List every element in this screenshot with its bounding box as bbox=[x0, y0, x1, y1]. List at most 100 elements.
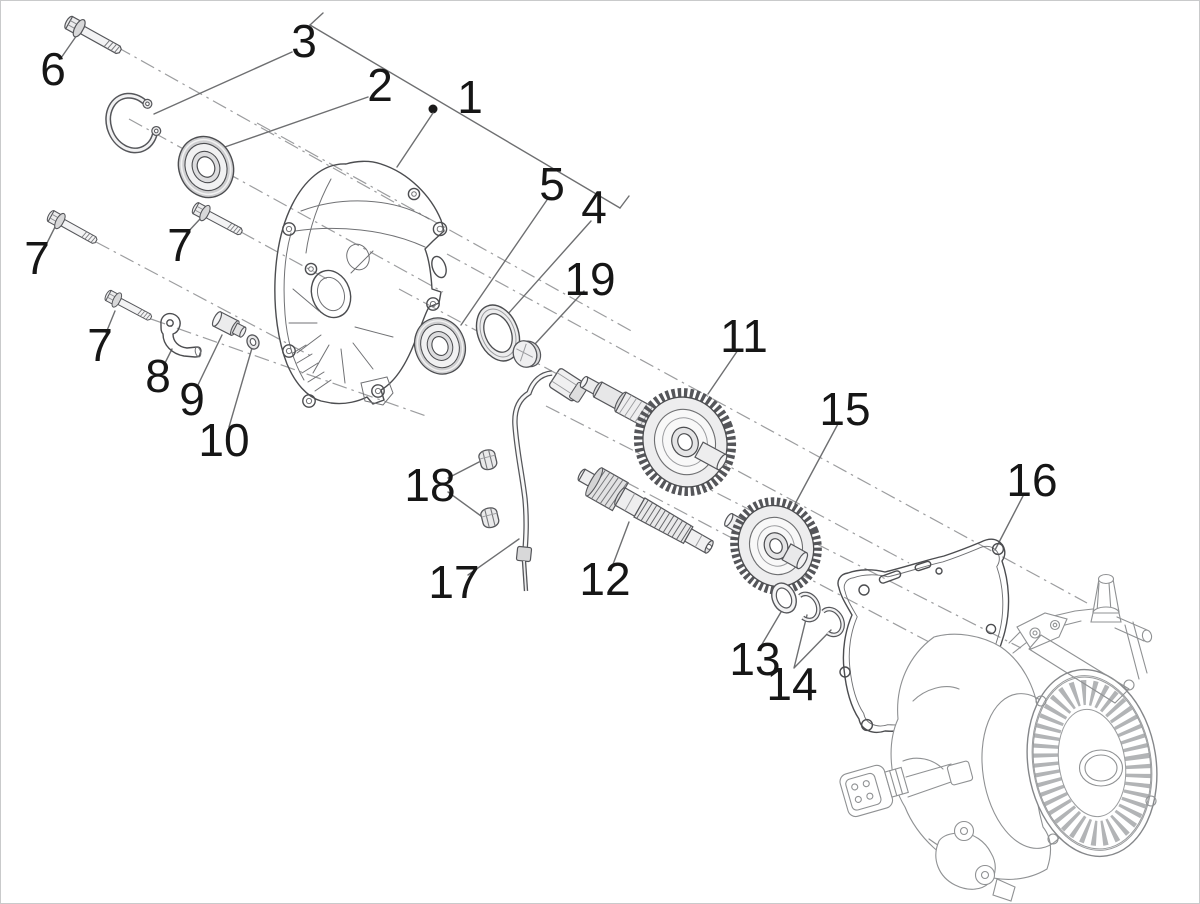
part-18-clip-lower bbox=[479, 505, 501, 530]
engine-connector-pins bbox=[851, 780, 874, 804]
part-16-gasket bbox=[837, 538, 1010, 734]
leader-13 bbox=[760, 611, 782, 647]
centerline-bolt7a-axis bbox=[95, 241, 314, 358]
leader-15 bbox=[794, 421, 840, 505]
leader-3 bbox=[153, 51, 293, 115]
callout-label-13: 13 bbox=[729, 633, 780, 685]
engine-connector-block bbox=[946, 760, 974, 786]
leader-1-dot bbox=[428, 104, 438, 114]
part-18-clip-upper bbox=[477, 447, 499, 472]
part-3-circlip bbox=[105, 92, 162, 154]
engine-connector bbox=[839, 760, 974, 818]
part-11-gear-teeth bbox=[633, 388, 737, 496]
leader-14-pair bbox=[793, 614, 832, 669]
cover-center-bore bbox=[310, 269, 352, 319]
cover-upper-boss bbox=[346, 243, 370, 271]
callout-label-1: 1 bbox=[457, 71, 483, 123]
cover-outline bbox=[274, 160, 445, 405]
leader-16 bbox=[994, 495, 1024, 551]
part-19-plug-cap bbox=[512, 340, 542, 368]
leader-12 bbox=[611, 521, 630, 568]
part-17-collar bbox=[515, 545, 533, 563]
part-15-driven-gear bbox=[724, 497, 822, 595]
leader-2 bbox=[221, 96, 369, 149]
engine-connector-arm bbox=[905, 763, 952, 798]
callout-label-14: 14 bbox=[766, 658, 817, 710]
leader-19 bbox=[534, 290, 585, 345]
callout-label-16: 16 bbox=[1006, 454, 1057, 506]
part-4-oil-seal bbox=[475, 304, 521, 362]
callout-label-7a: 7 bbox=[24, 232, 50, 284]
part-9-spacer-bushing bbox=[211, 311, 247, 338]
centerline-bolt7b-axis bbox=[240, 231, 328, 280]
callout-label-18: 18 bbox=[404, 459, 455, 511]
cover-duct-mouth bbox=[431, 255, 447, 279]
centerline-main-shaft-axis bbox=[446, 253, 1088, 604]
engine-fan-bore bbox=[1078, 749, 1124, 787]
leader-17 bbox=[467, 538, 520, 576]
callout-label-5: 5 bbox=[539, 158, 565, 210]
part-7-flange-bolt-a bbox=[44, 206, 101, 250]
callout-leaders bbox=[44, 12, 1024, 669]
leader-8 bbox=[163, 348, 173, 366]
leader-1-bracket-line bbox=[309, 24, 621, 209]
cover-center-bore-inner bbox=[316, 276, 346, 312]
part-13-washer bbox=[771, 582, 797, 614]
part-17-tip-highlight bbox=[523, 560, 527, 592]
gasket-outer-outline bbox=[837, 538, 1010, 734]
callout-label-2: 2 bbox=[367, 59, 393, 111]
callout-label-11: 11 bbox=[720, 310, 768, 362]
callout-label-19: 19 bbox=[564, 253, 615, 305]
cover-dome-rib bbox=[305, 178, 332, 254]
callout-label-3: 3 bbox=[291, 15, 317, 67]
leader-10 bbox=[228, 347, 253, 428]
callout-label-8: 8 bbox=[145, 350, 171, 402]
cover-dome-ridge bbox=[300, 200, 430, 220]
part-8-pivot-hole bbox=[166, 319, 174, 327]
leader-5 bbox=[460, 196, 550, 326]
engine-fan-bore-inner bbox=[1084, 754, 1118, 782]
callout-label-17: 17 bbox=[428, 556, 479, 608]
part-11-stub bbox=[694, 441, 728, 471]
part-14-shim-a bbox=[798, 591, 821, 623]
cover-flange-holes bbox=[282, 187, 448, 408]
cover-inner-wall bbox=[283, 232, 305, 381]
callout-label-6: 6 bbox=[40, 43, 66, 95]
engine-top-bracket bbox=[1114, 616, 1148, 642]
leader-1-bracket-ticks bbox=[309, 12, 630, 209]
part-8-tube-end bbox=[194, 346, 202, 358]
part-1-transmission-cover bbox=[274, 160, 448, 408]
centerline-cover-axis bbox=[256, 122, 636, 334]
callout-label-7c: 7 bbox=[87, 319, 113, 371]
cover-ribs bbox=[288, 250, 394, 392]
leader-7c bbox=[105, 310, 116, 334]
part-11-gear-shaft bbox=[579, 375, 737, 496]
centerline-bearing2-axis bbox=[128, 118, 444, 293]
engine-fan-fins bbox=[1033, 680, 1151, 846]
part-14-shim-b bbox=[821, 606, 845, 638]
engine-rim-lugs bbox=[1035, 679, 1157, 845]
part-6-flange-bolt bbox=[61, 12, 126, 60]
leader-4 bbox=[506, 220, 592, 316]
leader-11 bbox=[707, 349, 739, 395]
part-10-washer bbox=[246, 334, 260, 350]
part-17-breather-cable bbox=[512, 368, 588, 592]
callout-labels: 1 2 3 4 5 6 7 7 7 8 9 10 11 12 13 14 15 … bbox=[24, 15, 1057, 710]
callout-label-7b: 7 bbox=[167, 219, 193, 271]
callout-label-9: 9 bbox=[179, 373, 205, 425]
leader-6 bbox=[60, 34, 78, 59]
part-7-flange-bolt-b bbox=[189, 199, 246, 241]
callout-label-15: 15 bbox=[819, 383, 870, 435]
gasket-slot-b bbox=[914, 560, 932, 572]
engine-top-casting bbox=[1008, 573, 1153, 704]
callout-label-12: 12 bbox=[579, 553, 630, 605]
leader-7b bbox=[185, 218, 201, 235]
centerline-bolt6-axis bbox=[116, 46, 402, 207]
leader-18-pair bbox=[447, 461, 482, 517]
engine-front-arms bbox=[1028, 634, 1130, 704]
part-2-ball-bearing bbox=[168, 127, 244, 207]
engine-mount-feet bbox=[935, 820, 1016, 902]
part-14-shims bbox=[798, 591, 845, 638]
